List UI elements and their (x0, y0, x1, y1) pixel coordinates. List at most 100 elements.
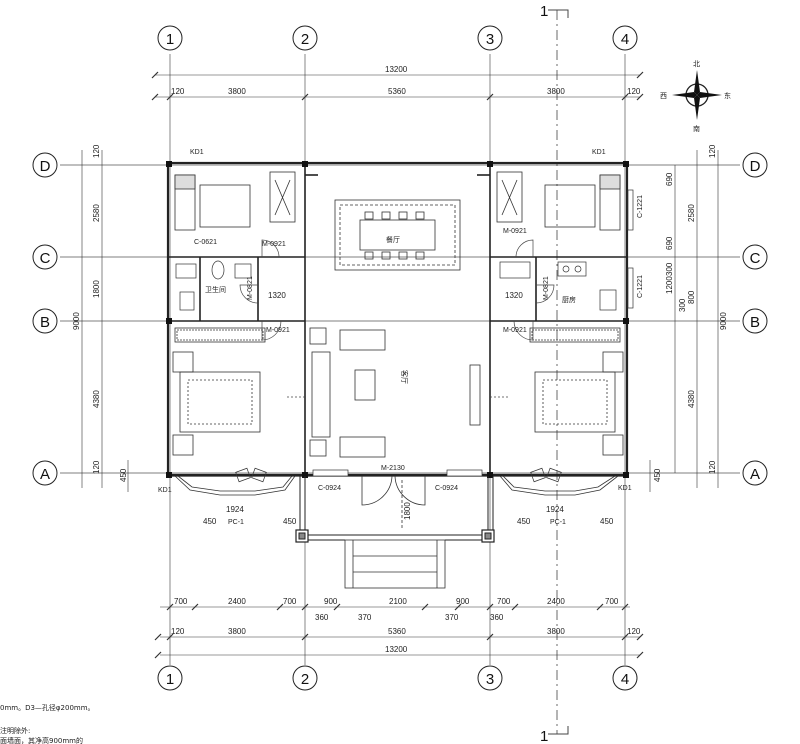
dim-left-d1: 2580 (92, 204, 101, 222)
axis-bubble-3-top: 3 (486, 31, 494, 48)
axis-bubble-4-top: 4 (621, 31, 629, 48)
dim-top-left-edge: 120 (171, 87, 185, 96)
dim-left-bottom: 120 (92, 460, 101, 474)
axis-bubble-D-right: D (750, 158, 761, 175)
dim-right-total: 9000 (719, 312, 728, 330)
dim-left-d2: 1800 (92, 280, 101, 298)
label-door-m2130: M-2130 (381, 465, 405, 472)
dim-right-top: 120 (708, 144, 717, 158)
living-room-furniture (309, 327, 481, 458)
dim-bottom-r1-2: 700 (283, 597, 297, 606)
dim-bottom-r1-4: 2100 (389, 597, 407, 606)
dim-top-bay3: 3800 (547, 87, 565, 96)
dim-right-r7: 800 (687, 290, 696, 304)
axis-bubble-2-bottom: 2 (301, 671, 309, 688)
label-kd-top-right: KD1 (592, 149, 606, 156)
dim-top-bay1: 3800 (228, 87, 246, 96)
compass-south-label: 南 (693, 124, 700, 133)
axis-bubble-3-bottom: 3 (486, 671, 494, 688)
dim-bay-right-1924: 1924 (546, 505, 564, 514)
dim-bay-left-1924: 1924 (226, 505, 244, 514)
front-porch (295, 476, 495, 543)
dim-bottom-r2-1: 3800 (228, 627, 246, 636)
top-bedrooms-furniture (174, 171, 621, 231)
label-door-m0921-b: M-0921 (503, 228, 527, 235)
compass-west-label: 西 (660, 92, 667, 100)
label-pc-right: PC-1 (550, 519, 566, 526)
dim-right-r8: 4380 (687, 390, 696, 408)
room-label-kitchen: 厨房 (562, 295, 576, 304)
dim-bottom-small-3: 360 (490, 613, 504, 622)
dim-bottom-r1-0: 700 (174, 597, 188, 606)
axis-bubble-1-top: 1 (166, 31, 174, 48)
label-kd-bottom-left: KD1 (158, 487, 172, 494)
label-door-m0921-c: M-0921 (266, 327, 290, 334)
section-mark-bottom: 1 (540, 728, 548, 744)
axis-bubble-1-bottom: 1 (166, 671, 174, 688)
axis-bubble-2-top: 2 (301, 31, 309, 48)
dim-corridor-left-1320: 1320 (268, 291, 286, 300)
label-window-c1221-a: C-1221 (637, 195, 644, 218)
axis-bubble-B-right: B (750, 314, 760, 331)
dim-bottom-small-1: 370 (358, 613, 372, 622)
label-door-m0921-d: M-0921 (503, 327, 527, 334)
dim-bottom-r2-4: 120 (627, 627, 641, 636)
room-label-living: 客厅 (400, 370, 409, 384)
label-window-c1221-b: C-1221 (637, 275, 644, 298)
room-label-dining: 餐厅 (386, 235, 400, 244)
entrance-steps (344, 539, 446, 589)
dim-bottom-r2-0: 120 (171, 627, 185, 636)
compass-east-label: 东 (724, 91, 731, 100)
label-kd-top-left: KD1 (190, 149, 204, 156)
label-window-c0621: C-0621 (194, 239, 217, 246)
section-mark-top: 1 (540, 3, 548, 20)
dim-bottom-r2-2: 5360 (388, 627, 406, 636)
room-label-bath: 卫生间 (205, 285, 226, 294)
axis-bubble-B-left: B (40, 314, 50, 331)
dim-left-d3: 4380 (92, 390, 101, 408)
note-line-2: 注明除外: (0, 726, 30, 735)
dim-left-total: 9000 (72, 312, 81, 330)
dim-bottom-total: 13200 (385, 645, 408, 654)
dim-left-top: 120 (92, 144, 101, 158)
wet-rooms-fixtures (175, 260, 617, 311)
right-dimension-lines (649, 150, 719, 492)
label-door-m0821-a: M-0821 (247, 276, 254, 300)
windows (312, 189, 634, 477)
dim-left-step: 450 (119, 468, 128, 482)
dim-bay-right-450-a: 450 (517, 517, 531, 526)
left-dimension-lines (81, 150, 129, 492)
note-line-3: 面墙面，其净高900mm的 (0, 736, 83, 744)
dim-bottom-r1-8: 700 (605, 597, 619, 606)
label-pc-left: PC-1 (228, 519, 244, 526)
dim-bay-left-450-b: 450 (283, 517, 297, 526)
dim-right-r4: 300 (665, 262, 674, 276)
dim-right-step: 450 (653, 468, 662, 482)
dim-right-r6: 300 (678, 298, 687, 312)
dim-right-r1: 690 (665, 172, 674, 186)
note-line-1: 0mm。D3—孔径φ200mm。 (0, 703, 95, 712)
dim-bottom-small-0: 360 (315, 613, 329, 622)
dim-top-total: 13200 (385, 65, 408, 74)
dining-table (334, 199, 461, 271)
north-compass (672, 70, 722, 120)
axis-bubble-D-left: D (40, 158, 51, 175)
label-door-m0921-a: M-0921 (262, 241, 286, 248)
dim-right-r5: 1200 (665, 276, 674, 294)
axis-bubble-4-bottom: 4 (621, 671, 629, 688)
dim-right-r2: 2580 (687, 204, 696, 222)
axis-bubble-A-right: A (750, 466, 760, 483)
label-kd-bottom-right: KD1 (618, 485, 632, 492)
dim-porch-1800: 1800 (403, 502, 412, 520)
bay-chairs (235, 467, 562, 483)
axis-bubble-A-left: A (40, 466, 50, 483)
axis-bubble-C-left: C (40, 250, 51, 267)
dim-bottom-r1-7: 2400 (547, 597, 565, 606)
dim-right-bottom: 120 (708, 460, 717, 474)
main-door (361, 475, 426, 530)
label-window-c0924-left: C-0924 (318, 485, 341, 492)
axis-bubbles (32, 25, 768, 691)
bottom-bedrooms-furniture (172, 327, 624, 456)
dim-bay-left-450-a: 450 (203, 517, 217, 526)
